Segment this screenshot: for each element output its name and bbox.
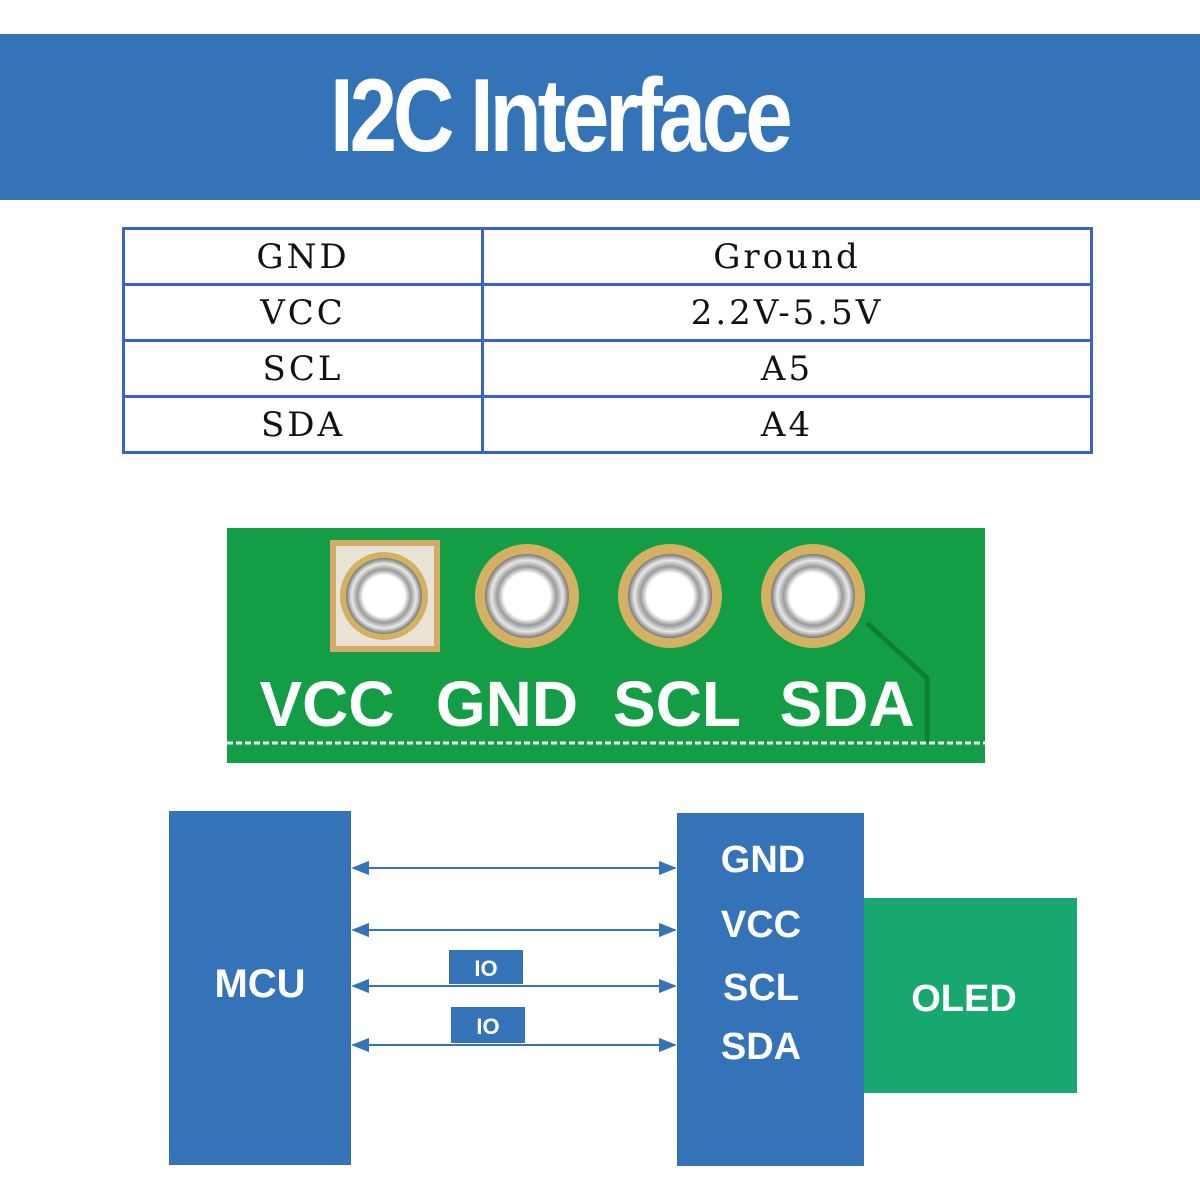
module-pin-label: GND: [721, 839, 805, 881]
pcb-pin-label: VCC: [259, 668, 394, 740]
pin-hole: [628, 554, 712, 638]
table-row: GND Ground: [122, 227, 1093, 286]
mcu-label: MCU: [214, 962, 305, 1006]
mcu-block: [169, 811, 351, 1165]
pin-hole: [485, 554, 569, 638]
io-tag: [449, 950, 523, 984]
io-tag-label: IO: [476, 1014, 499, 1039]
table-row: SDA A4: [122, 395, 1093, 454]
pin-name-cell: VCC: [122, 283, 484, 342]
pin-name-cell: SDA: [122, 395, 484, 454]
pin-name-cell: SCL: [122, 339, 484, 398]
pcb-pin-label: GND: [436, 668, 578, 740]
module-pin-label: SCL: [723, 967, 799, 1009]
table-row: SCL A5: [122, 339, 1093, 398]
pin-value-cell: 2.2V-5.5V: [481, 283, 1093, 342]
table-row: VCC 2.2V-5.5V: [122, 283, 1093, 342]
io-tag-label: IO: [474, 956, 497, 981]
pin-name-cell: GND: [122, 227, 484, 286]
module-pin-block: [677, 813, 864, 1166]
pin-hole: [346, 558, 422, 634]
pcb-pin-label: SDA: [779, 668, 914, 740]
module-pin-label: VCC: [721, 904, 801, 946]
module-pin-label: SDA: [721, 1026, 801, 1068]
pin-table: GND Ground VCC 2.2V-5.5V SCL A5 SDA A4: [122, 227, 1093, 454]
pin-value-cell: A5: [481, 339, 1093, 398]
io-tag: [451, 1007, 525, 1043]
pcb-header-photo: VCC GND SCL SDA: [227, 528, 985, 763]
header-banner: [0, 34, 1200, 200]
oled-block: [864, 898, 1077, 1093]
oled-label: OLED: [911, 978, 1017, 1020]
pin-value-cell: Ground: [481, 227, 1093, 286]
page-title: I2C Interface: [330, 58, 793, 174]
wiring-diagram: MCU GND VCC SCL SDA OLED IO IO: [169, 811, 1077, 1166]
pin-hole: [771, 554, 855, 638]
pcb-pin-label: SCL: [613, 668, 741, 740]
pin-value-cell: A4: [481, 395, 1093, 454]
pcb-trace: [865, 621, 930, 743]
